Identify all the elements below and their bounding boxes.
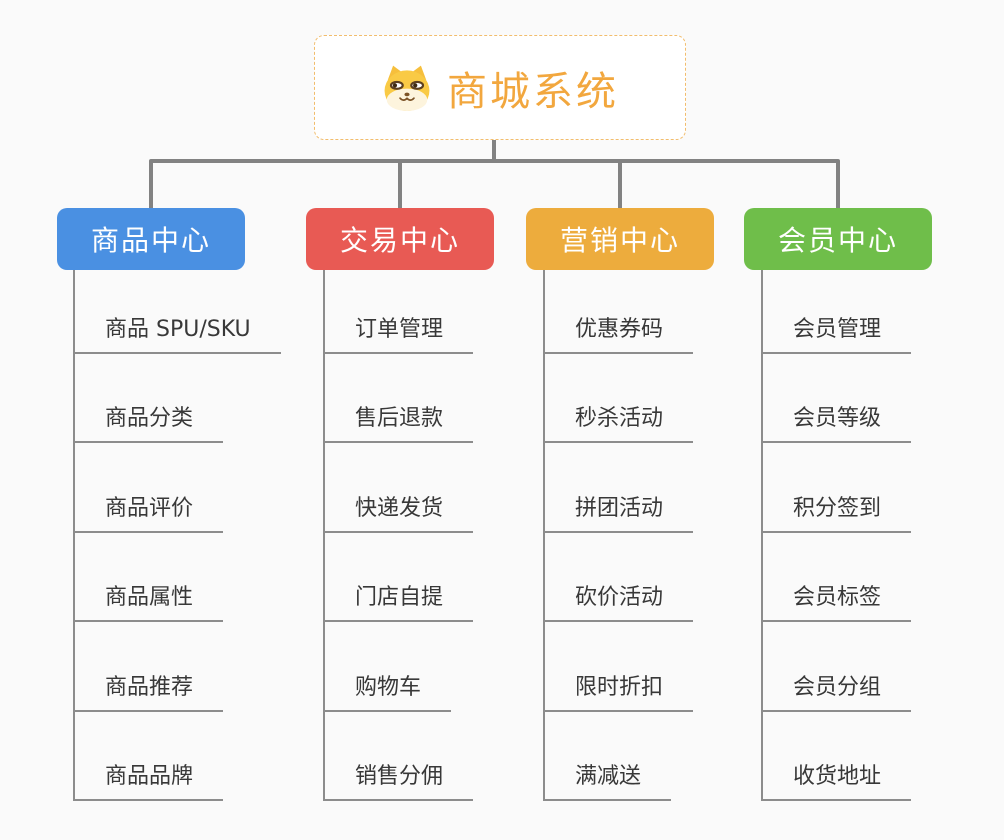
- node-sales-commission[interactable]: 销售分佣: [323, 712, 474, 801]
- node-member-management[interactable]: 会员管理: [761, 264, 912, 354]
- connector-drop-marketing: [618, 161, 622, 210]
- shiba-dog-icon: [384, 65, 430, 111]
- node-member-level[interactable]: 会员等级: [761, 354, 912, 443]
- node-flash-sale[interactable]: 秒杀活动: [543, 354, 694, 443]
- node-order-management[interactable]: 订单管理: [323, 264, 474, 354]
- connector-bus: [149, 159, 840, 163]
- node-group-buy[interactable]: 拼团活动: [543, 443, 694, 533]
- node-goods-review[interactable]: 商品评价: [73, 443, 224, 533]
- node-goods-attribute[interactable]: 商品属性: [73, 533, 224, 622]
- root-title: 商城系统: [447, 68, 619, 115]
- node-spend-save[interactable]: 满减送: [543, 712, 672, 801]
- node-shopping-cart[interactable]: 购物车: [323, 622, 452, 712]
- branch-header-trade[interactable]: 交易中心: [306, 208, 494, 270]
- root-node[interactable]: 商城系统: [314, 35, 686, 140]
- node-aftersale-refund[interactable]: 售后退款: [323, 354, 474, 443]
- connector-drop-goods: [149, 161, 153, 210]
- node-member-group[interactable]: 会员分组: [761, 622, 912, 712]
- node-goods-brand[interactable]: 商品品牌: [73, 712, 224, 801]
- node-express-delivery[interactable]: 快递发货: [323, 443, 474, 533]
- node-bargain-activity[interactable]: 砍价活动: [543, 533, 694, 622]
- connector-drop-member: [836, 161, 840, 210]
- node-member-tag[interactable]: 会员标签: [761, 533, 912, 622]
- connector-root-stub: [492, 140, 496, 160]
- branch-column-member: 会员管理 会员等级 积分签到 会员标签 会员分组 收货地址: [761, 264, 912, 801]
- node-limited-time-discount[interactable]: 限时折扣: [543, 622, 694, 712]
- node-store-pickup[interactable]: 门店自提: [323, 533, 474, 622]
- branch-column-trade: 订单管理 售后退款 快递发货 门店自提 购物车 销售分佣: [323, 264, 474, 801]
- connector-drop-trade: [398, 161, 402, 210]
- branch-header-goods[interactable]: 商品中心: [57, 208, 245, 270]
- node-goods-spu-sku[interactable]: 商品 SPU/SKU: [73, 264, 281, 354]
- branch-header-marketing[interactable]: 营销中心: [526, 208, 714, 270]
- node-goods-category[interactable]: 商品分类: [73, 354, 224, 443]
- node-coupon-code[interactable]: 优惠券码: [543, 264, 694, 354]
- branch-column-goods: 商品 SPU/SKU 商品分类 商品评价 商品属性 商品推荐 商品品牌: [73, 264, 281, 801]
- branch-header-member[interactable]: 会员中心: [744, 208, 932, 270]
- node-shipping-address[interactable]: 收货地址: [761, 712, 912, 801]
- node-points-checkin[interactable]: 积分签到: [761, 443, 912, 533]
- branch-column-marketing: 优惠券码 秒杀活动 拼团活动 砍价活动 限时折扣 满减送: [543, 264, 694, 801]
- node-goods-recommend[interactable]: 商品推荐: [73, 622, 224, 712]
